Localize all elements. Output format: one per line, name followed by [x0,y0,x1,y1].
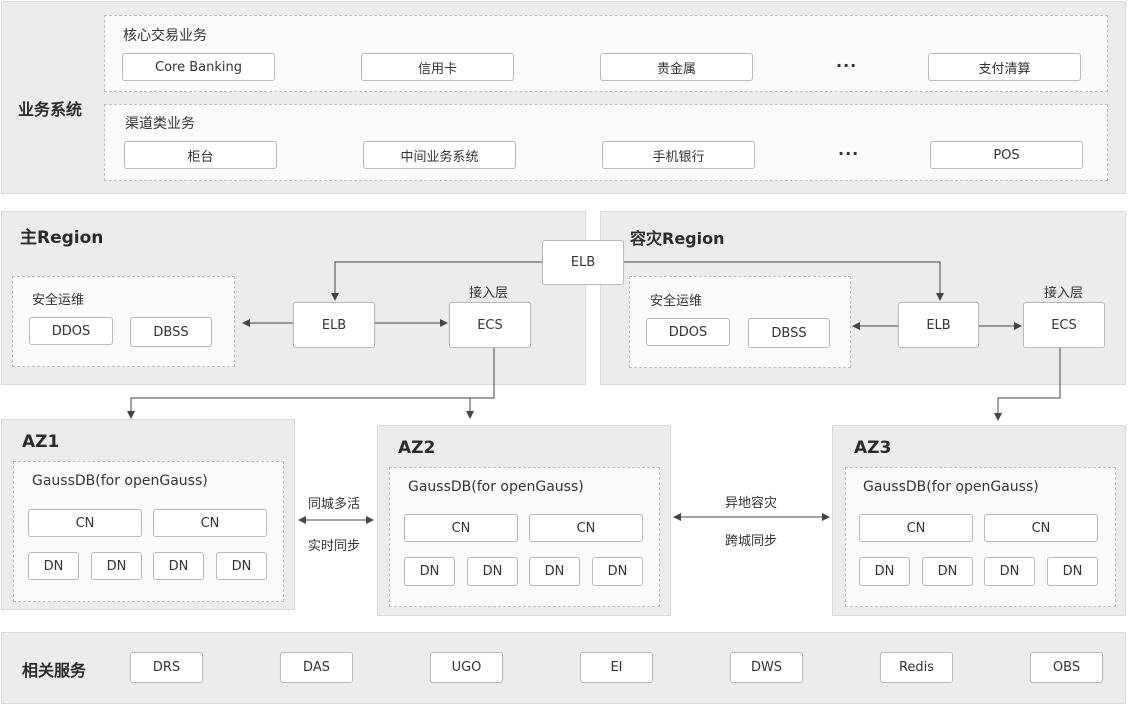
az3-dn-box: DN [984,557,1035,586]
core-banking-box: Core Banking [122,53,275,81]
main-dbss-box: DBSS [130,317,212,347]
dr-ecs-box: ECS [1023,302,1105,348]
az2-cn-box: CN [529,514,643,542]
az1-dn-box: DN [28,552,79,580]
main-security-title: 安全运维 [32,293,85,308]
core-ellipsis: ··· [836,56,858,75]
sync-local-label-2: 实时同步 [308,539,361,554]
dr-dbss-box: DBSS [748,318,830,348]
service-obs-box: OBS [1030,652,1103,683]
channel-ellipsis: ··· [838,144,860,163]
pos-box: POS [930,141,1083,169]
az2-dn-box: DN [467,557,518,586]
dr-elb-box: ELB [898,302,979,348]
business-systems-title: 业务系统 [18,100,83,119]
main-ddos-box: DDOS [29,317,113,345]
dr-access-layer-title: 接入层 [1044,286,1084,301]
sync-local-label-1: 同城多活 [308,497,361,512]
az1-dn-box: DN [91,552,142,580]
az2-dn-box: DN [592,557,643,586]
service-redis-box: Redis [880,652,953,683]
main-ecs-to-az-line [127,348,495,419]
global-elb-box: ELB [542,240,624,285]
az3-cn-box: CN [859,514,973,542]
global-elb-to-main-elb-line [331,261,542,301]
global-elb-to-dr-elb-line [624,261,944,301]
az1-dn-box: DN [153,552,204,580]
dr-security-title: 安全运维 [650,294,703,309]
az1-title: AZ1 [22,432,60,452]
az1-cn-box: CN [28,509,142,537]
service-ugo-box: UGO [430,652,503,683]
az1-gaussdb-title: GaussDB(for openGauss) [32,473,208,489]
precious-metals-box: 贵金属 [600,53,753,81]
az3-title: AZ3 [854,438,892,458]
core-business-title: 核心交易业务 [123,28,207,44]
service-drs-box: DRS [130,652,203,683]
az3-gaussdb-title: GaussDB(for openGauss) [863,479,1039,495]
az3-cn-box: CN [984,514,1098,542]
az2-title: AZ2 [398,438,436,458]
dr-ecs-to-az3-line [994,348,1061,421]
az1-cn-box: CN [153,509,267,537]
az3-dn-box: DN [1047,557,1098,586]
az2-cn-box: CN [404,514,518,542]
payment-clearing-box: 支付清算 [928,53,1081,81]
related-services-title: 相关服务 [22,661,87,680]
service-ei-box: EI [580,652,653,683]
dr-region-title: 容灾Region [630,229,725,248]
az2-dn-box: DN [404,557,455,586]
az2-gaussdb-title: GaussDB(for openGauss) [408,479,584,495]
main-access-layer-title: 接入层 [469,286,509,301]
service-das-box: DAS [280,652,353,683]
channel-business-title: 渠道类业务 [125,116,195,132]
counter-box: 柜台 [124,141,277,169]
main-elb-box: ELB [293,302,375,348]
az2-dn-box: DN [529,557,580,586]
sync-remote-label-2: 跨城同步 [725,534,778,549]
credit-card-box: 信用卡 [361,53,514,81]
intermediate-business-box: 中间业务系统 [363,141,516,169]
mobile-banking-box: 手机银行 [602,141,755,169]
az3-dn-box: DN [922,557,973,586]
az1-dn-box: DN [216,552,267,580]
sync-remote-label-1: 异地容灾 [725,496,778,511]
main-region-title: 主Region [20,228,104,248]
main-ecs-box: ECS [449,302,531,348]
service-dws-box: DWS [730,652,803,683]
dr-ddos-box: DDOS [646,318,730,346]
az3-dn-box: DN [859,557,910,586]
